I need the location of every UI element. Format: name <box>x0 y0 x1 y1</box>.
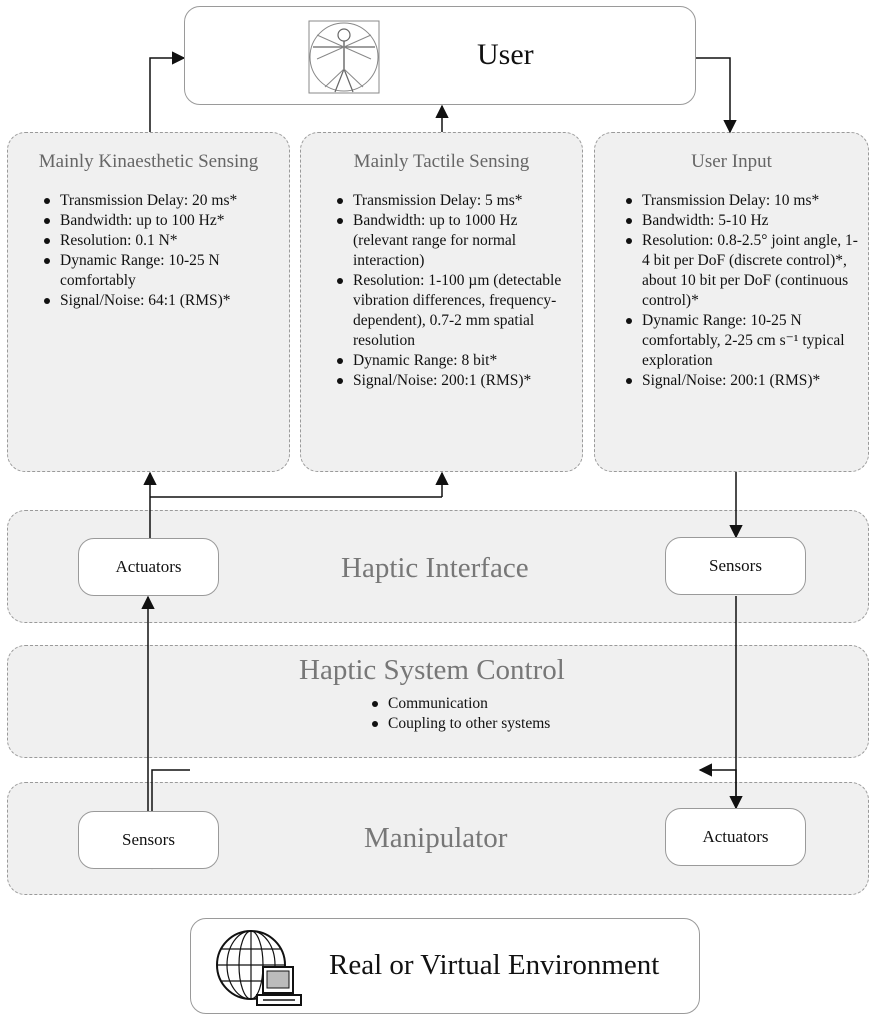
list-item: Resolution: 1-100 µm (detectable vibrati… <box>331 271 576 351</box>
environment-box: Real or Virtual Environment <box>190 918 700 1014</box>
arrow-kinaesthetic-to-user <box>149 51 186 132</box>
tactile-title: Mainly Tactile Sensing <box>353 151 530 172</box>
list-item: Signal/Noise: 64:1 (RMS)* <box>38 291 288 311</box>
list-item: Bandwidth: 5-10 Hz <box>620 211 865 231</box>
haptic-interface-title: Haptic Interface <box>341 552 529 584</box>
manipulator-actuators-node: Actuators <box>665 808 806 866</box>
kinaesthetic-panel: Mainly Kinaesthetic Sensing Transmission… <box>7 132 290 472</box>
tactile-list: Transmission Delay: 5 ms* Bandwidth: up … <box>331 191 576 391</box>
list-item: Dynamic Range: 10-25 N comfortably, 2-25… <box>620 311 865 371</box>
arrow-user-to-input <box>696 57 737 134</box>
list-item: Resolution: 0.1 N* <box>38 231 288 251</box>
haptic-control-title: Haptic System Control <box>299 654 565 686</box>
manipulator-sensors-node: Sensors <box>78 811 219 869</box>
user-box: User <box>184 6 696 105</box>
haptic-control-list: Communication Coupling to other systems <box>366 694 626 734</box>
vitruvian-man-icon <box>305 17 383 102</box>
user-label: User <box>477 38 534 71</box>
list-item: Bandwidth: up to 100 Hz* <box>38 211 288 231</box>
user-input-list: Transmission Delay: 10 ms* Bandwidth: 5-… <box>620 191 865 391</box>
list-item: Dynamic Range: 10-25 N comfortably <box>38 251 288 291</box>
tactile-panel: Mainly Tactile Sensing Transmission Dela… <box>300 132 583 472</box>
globe-computer-icon <box>213 927 305 1014</box>
environment-label: Real or Virtual Environment <box>329 949 660 981</box>
list-item: Transmission Delay: 5 ms* <box>331 191 576 211</box>
list-item: Dynamic Range: 8 bit* <box>331 351 576 371</box>
list-item: Resolution: 0.8-2.5° joint angle, 1-4 bi… <box>620 231 865 311</box>
kinaesthetic-list: Transmission Delay: 20 ms* Bandwidth: up… <box>38 191 288 311</box>
kinaesthetic-title: Mainly Kinaesthetic Sensing <box>38 151 259 172</box>
haptic-control-band <box>7 645 869 758</box>
list-item: Coupling to other systems <box>366 714 626 734</box>
haptic-sensors-node: Sensors <box>665 537 806 595</box>
user-input-title: User Input <box>691 151 772 172</box>
list-item: Transmission Delay: 20 ms* <box>38 191 288 211</box>
user-input-panel: User Input Transmission Delay: 10 ms* Ba… <box>594 132 869 472</box>
list-item: Communication <box>366 694 626 714</box>
list-item: Signal/Noise: 200:1 (RMS)* <box>331 371 576 391</box>
list-item: Signal/Noise: 200:1 (RMS)* <box>620 371 865 391</box>
list-item: Transmission Delay: 10 ms* <box>620 191 865 211</box>
list-item: Bandwidth: up to 1000 Hz (relevant range… <box>331 211 576 271</box>
manipulator-title: Manipulator <box>364 822 508 854</box>
haptic-actuators-node: Actuators <box>78 538 219 596</box>
